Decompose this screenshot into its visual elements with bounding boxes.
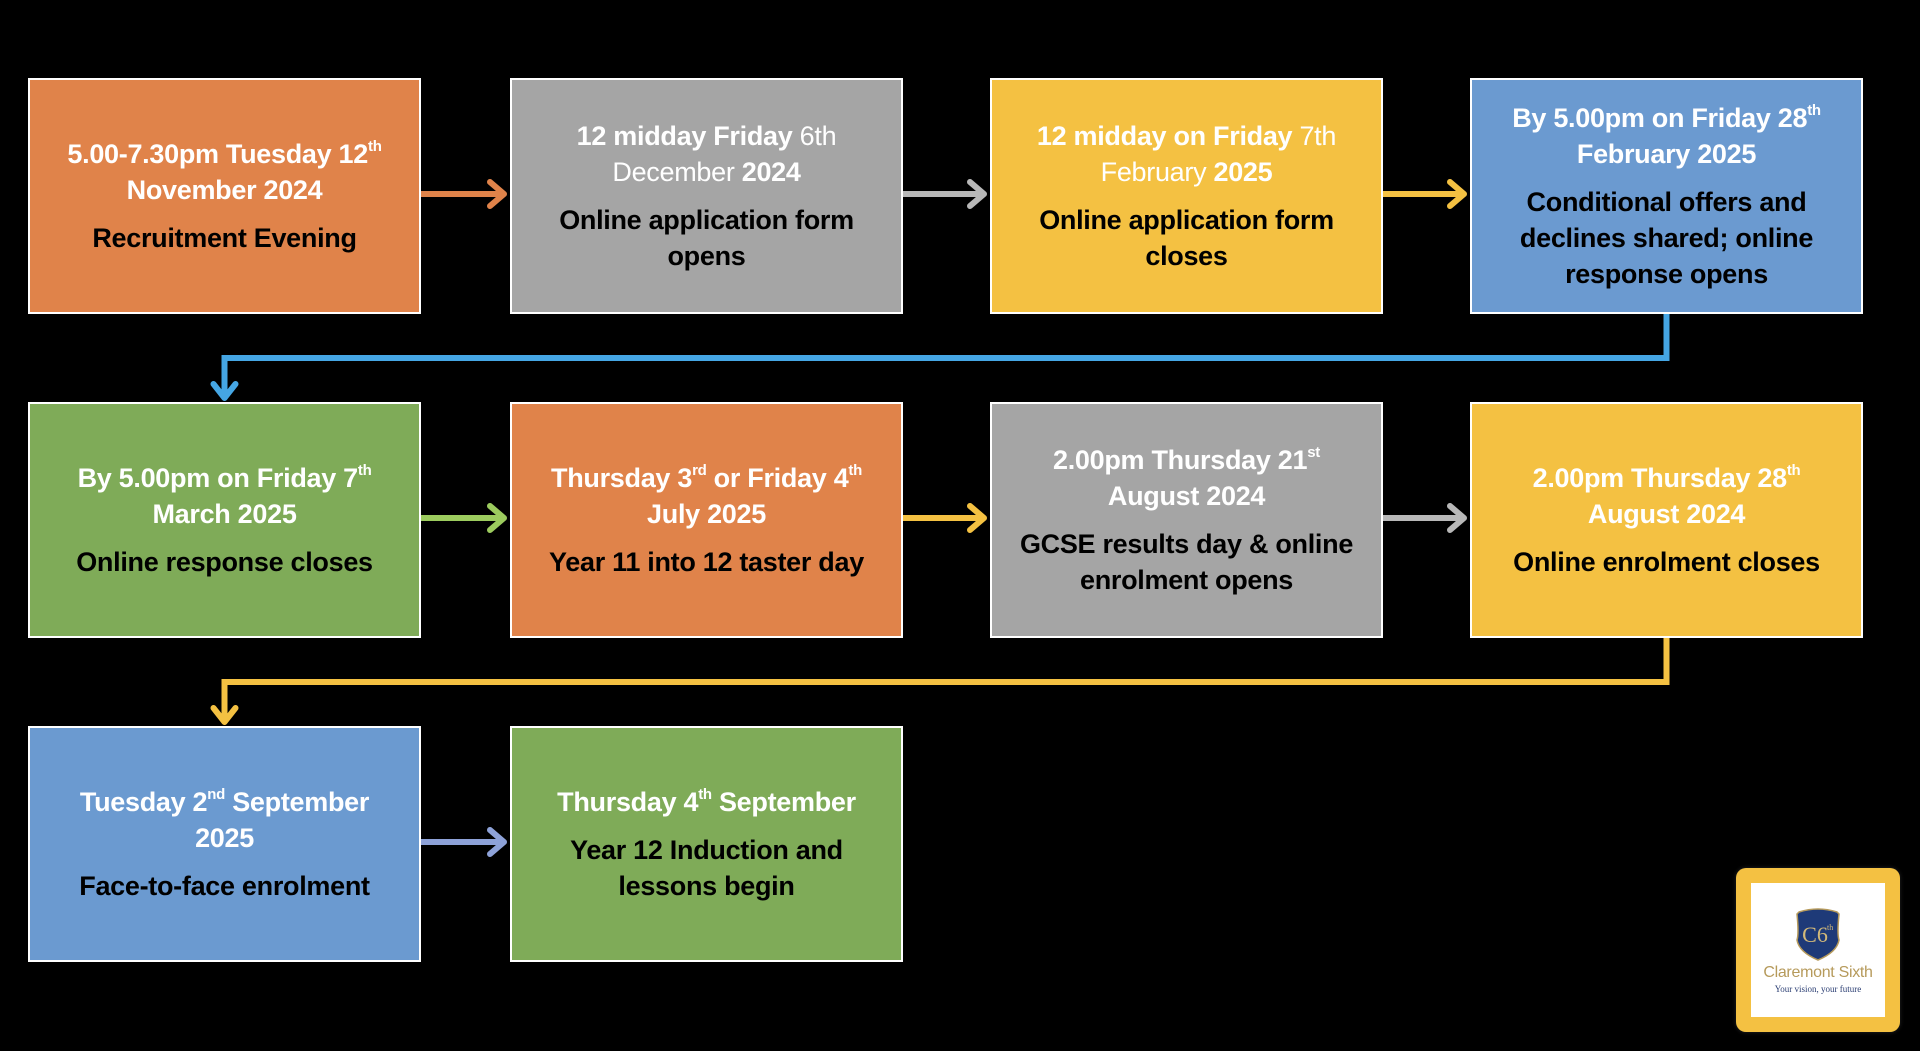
date-fragment: February <box>1100 157 1214 187</box>
step-event: Online response closes <box>76 547 373 577</box>
logo-monogram-sup: th <box>1827 923 1833 932</box>
date-fragment: Thursday 4 <box>557 787 699 817</box>
date-fragment: nd <box>207 786 226 803</box>
step-event: GCSE results day & online enrolment open… <box>1019 529 1354 595</box>
date-fragment: March 2025 <box>152 499 297 529</box>
claremont-sixth-logo: C6 th Claremont Sixth Your vision, your … <box>1736 868 1900 1032</box>
arrowhead-icon <box>210 705 239 725</box>
date-fragment: 2025 <box>1213 157 1273 187</box>
step-event: Recruitment Evening <box>92 223 357 253</box>
date-fragment: rd <box>692 462 707 479</box>
date-fragment: 2025 <box>195 823 254 853</box>
arrow-1-to-2 <box>421 179 507 209</box>
step-event: Online enrolment closes <box>1513 547 1820 577</box>
date-fragment: th <box>698 786 712 803</box>
step-event: Online application form opens <box>559 205 854 271</box>
elbow-connector-line <box>221 638 1670 722</box>
arrow-9-to-10 <box>421 827 507 857</box>
date-fragment: st <box>1307 444 1320 461</box>
date-fragment: th <box>1786 462 1801 479</box>
date-fragment: August 2024 <box>1107 481 1266 511</box>
date-fragment: th <box>848 462 862 479</box>
date-fragment: February 2025 <box>1576 139 1757 169</box>
date-fragment: 2.00pm Thursday 28 <box>1532 463 1788 493</box>
date-fragment: August 2024 <box>1587 499 1746 529</box>
date-fragment: November 2024 <box>126 175 323 205</box>
logo-card: C6 th Claremont Sixth Your vision, your … <box>1751 883 1885 1017</box>
date-fragment: By 5.00pm on Friday 7 <box>77 463 359 493</box>
arrow-7-to-8 <box>1383 503 1467 533</box>
date-fragment: 12 midday Friday <box>576 121 800 151</box>
arrowhead-icon <box>1447 179 1467 209</box>
date-fragment: 7th <box>1299 121 1337 151</box>
step-event: Online application form closes <box>1039 205 1334 271</box>
arrow-8-to-9 <box>210 638 1670 725</box>
arrow-4-to-5 <box>210 314 1670 401</box>
date-fragment: 12 midday on Friday <box>1036 121 1300 151</box>
arrowhead-icon <box>967 179 987 209</box>
date-fragment: Thursday 3 <box>551 463 693 493</box>
elbow-connector-line <box>221 314 1670 398</box>
date-fragment: 5.00-7.30pm Tuesday 12 <box>67 139 368 169</box>
arrow-2-to-3 <box>903 179 987 209</box>
arrow-3-to-4 <box>1383 179 1467 209</box>
date-fragment: or Friday 4 <box>706 463 849 493</box>
arrowhead-icon <box>210 381 239 401</box>
date-fragment: 2024 <box>741 157 801 187</box>
date-fragment: September <box>711 787 856 817</box>
step-event: Year 12 Induction and lessons begin <box>570 835 843 901</box>
date-fragment: th <box>357 462 372 479</box>
shield-crest-icon: C6 th <box>1796 908 1840 961</box>
date-fragment: September <box>225 787 370 817</box>
date-fragment: 6th <box>799 121 837 151</box>
arrowhead-icon <box>487 827 507 857</box>
date-fragment: Tuesday 2 <box>79 787 208 817</box>
arrow-5-to-6 <box>421 503 507 533</box>
date-fragment: 2.00pm Thursday 21 <box>1053 445 1308 475</box>
arrow-6-to-7 <box>903 503 987 533</box>
logo-tagline: Your vision, your future <box>1774 984 1862 994</box>
logo-monogram: C6 <box>1802 922 1828 947</box>
step-event: Face-to-face enrolment <box>79 871 370 901</box>
step-date: Thursday 4th September <box>557 784 856 820</box>
date-fragment: th <box>1807 102 1821 119</box>
arrowhead-icon <box>1447 503 1467 533</box>
date-fragment: December <box>612 157 742 187</box>
arrowhead-icon <box>487 179 507 209</box>
arrowhead-icon <box>967 503 987 533</box>
step-date: Tuesday 2nd September 2025 <box>80 784 369 856</box>
date-fragment: July 2025 <box>647 499 766 529</box>
step-event: Conditional offers and declines shared; … <box>1519 187 1814 289</box>
date-fragment: th <box>368 138 382 155</box>
step-event: Year 11 into 12 taster day <box>549 547 864 577</box>
logo-name: Claremont Sixth <box>1763 964 1873 981</box>
arrowhead-icon <box>487 503 507 533</box>
date-fragment: By 5.00pm on Friday 28 <box>1512 103 1808 133</box>
